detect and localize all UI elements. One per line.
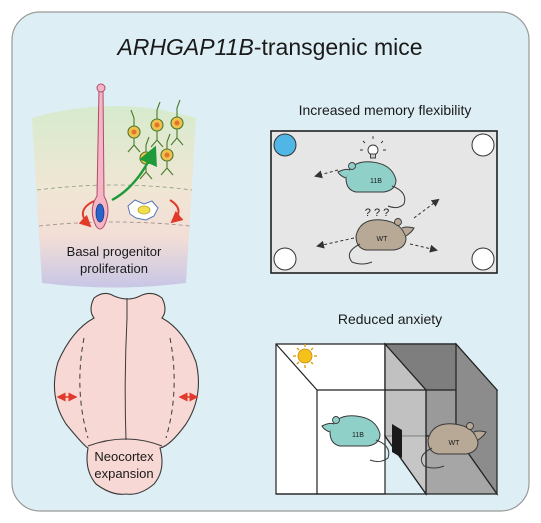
cortex-boundary-right [165,337,175,439]
figure-title: ARHGAP11B-transgenic mice [115,34,422,60]
sun-icon [293,344,317,368]
memory-arena-panel: Increased memory flexibility 11B ? ? ? [270,102,498,274]
hole-bottom-left [273,247,297,271]
cortex-sector: Basal progenitor proliferation [32,83,196,288]
basal-progenitor-cell [127,199,159,221]
mouse-11b-memory-label: 11B [370,178,382,185]
brain-illustration: Neocortex expansion [53,292,199,495]
differentiation-arrow [111,145,157,202]
cortex-layer-line [38,221,191,227]
mouse-11b-memory: 11B [337,161,406,209]
cortex-layer-line [36,184,193,191]
title-gene: ARHGAP11B [115,34,253,60]
neuron [160,133,174,176]
cerebellum-line [87,438,163,447]
question-marks: ? ? ? [365,207,389,219]
anxiety-box-panel: Reduced anxiety [275,311,499,496]
memory-title: Increased memory flexibility [299,102,472,118]
mouse-wt-anxiety: WT [420,422,487,469]
hole-top-right [471,133,495,157]
target-hole-blue [273,133,297,157]
radial-glia-cell [91,87,109,230]
neuron [150,101,164,148]
neuron [127,109,141,153]
mouse-11b-anxiety-label: 11B [352,432,364,439]
light-room-front [316,389,427,495]
light-room-edge [275,343,318,391]
radial-glia-nucleus [95,203,105,223]
mouse-wt-anxiety-label: WT [449,440,461,447]
hole-bottom-right [471,247,495,271]
mouse-11b-anxiety: 11B [321,415,390,463]
mouse-wt-memory: WT [348,218,415,265]
cortex-caption-line2: proliferation [80,261,148,276]
lightbulb-icon [360,136,386,159]
cortex-boundary-left [79,337,89,439]
brain-caption-line1: Neocortex [94,449,154,464]
brain-caption-line2: expansion [94,466,153,481]
anxiety-title: Reduced anxiety [338,311,442,327]
memory-arena [270,130,498,274]
search-arrow [314,169,339,179]
cortex-caption-line1: Basal progenitor [67,244,162,259]
search-arrow [409,243,438,253]
midline-fissure [124,317,128,441]
search-arrow [413,198,440,219]
title-rest: -transgenic mice [254,34,423,60]
search-arrow [316,237,355,249]
self-renewal-arrow-right [169,199,184,224]
divider-door [392,424,402,458]
brain-outline [53,292,199,495]
neuron [170,99,184,146]
radial-glia-soma-top [96,83,106,93]
self-renewal-arrow-left [78,200,95,228]
mouse-wt-memory-label: WT [377,236,389,243]
